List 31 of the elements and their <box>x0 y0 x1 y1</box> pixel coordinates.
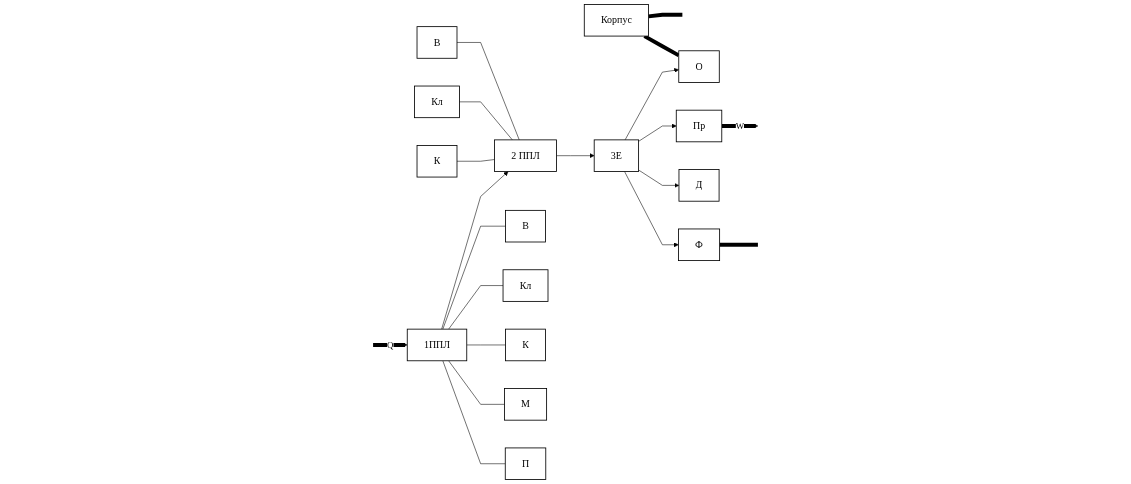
node-box: Д <box>678 169 720 202</box>
connector <box>466 344 506 346</box>
connector <box>456 159 495 162</box>
connector <box>643 34 680 58</box>
node-box: Пр <box>675 109 723 143</box>
node-box: Ф <box>678 228 721 261</box>
arrow <box>721 123 759 129</box>
node-box: 2 ППЛ <box>494 139 557 172</box>
connector <box>442 360 506 464</box>
node-box: П <box>504 447 547 480</box>
connector <box>648 12 683 19</box>
node-box: В <box>505 209 546 243</box>
node-box: Корпус <box>583 4 649 37</box>
connector <box>448 360 505 405</box>
connector <box>719 242 758 247</box>
node-box: В <box>416 26 458 59</box>
connector <box>456 42 520 141</box>
node-box: Кл <box>414 85 460 119</box>
node-box: М <box>504 388 548 421</box>
node-box: Кл <box>502 269 549 302</box>
edge-label: Q <box>386 339 394 350</box>
node-box: 1ППЛ <box>406 328 468 362</box>
connector <box>448 285 504 330</box>
connector <box>442 225 506 330</box>
node-box: О <box>678 50 720 83</box>
node-box: 3Е <box>593 139 639 172</box>
edge-label: W <box>735 121 745 131</box>
connector <box>459 101 513 141</box>
arrow <box>373 342 408 348</box>
node-box: К <box>505 328 546 362</box>
node-box: К <box>416 145 458 178</box>
